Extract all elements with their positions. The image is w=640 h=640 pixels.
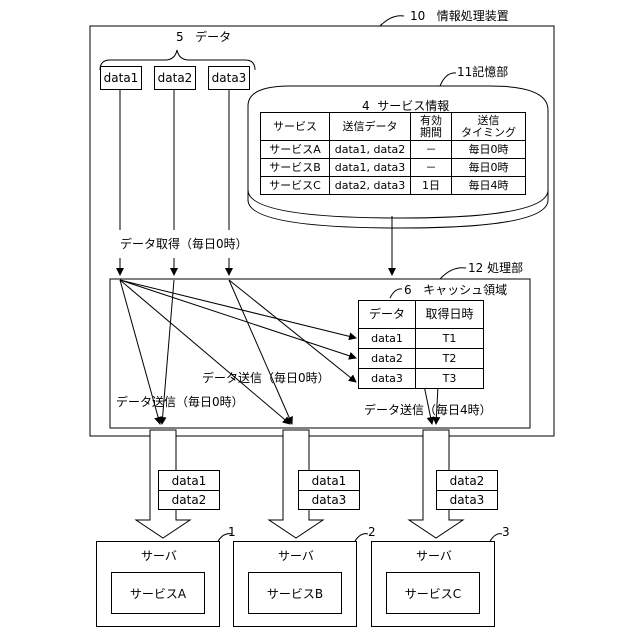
validity-cell: － bbox=[411, 159, 452, 177]
cache-title: キャッシュ領域 bbox=[423, 283, 507, 297]
payload-server1-item2: data2 bbox=[158, 490, 220, 510]
server-label: サーバ bbox=[416, 550, 452, 562]
timing-cell: 毎日4時 bbox=[452, 177, 526, 195]
cache-data-cell: data2 bbox=[359, 349, 416, 369]
storage-ref: 11 bbox=[457, 65, 472, 79]
payload-label: data2 bbox=[172, 493, 207, 507]
service-info-table: サービス 送信データ 有効 期間 送信 タイミング サービスA data1, d… bbox=[260, 112, 526, 195]
service-name-cell: サービスC bbox=[261, 177, 330, 195]
service-info-header: 送信データ bbox=[330, 113, 411, 141]
device-ref: 10 bbox=[410, 9, 425, 23]
data2-box: data2 bbox=[154, 66, 196, 90]
cache-time-cell: T1 bbox=[416, 329, 484, 349]
storage-ref-leader bbox=[440, 73, 456, 86]
cache-data-cell: data3 bbox=[359, 369, 416, 389]
server-2: サーバ サービスB bbox=[233, 541, 357, 627]
server-2-ref: 2 bbox=[368, 526, 376, 538]
server-1-ref: 1 bbox=[228, 526, 236, 538]
fetch-label: データ取得（毎日0時） bbox=[120, 238, 248, 250]
table-row: data3 T3 bbox=[359, 369, 484, 389]
server-label: サーバ bbox=[278, 550, 314, 562]
server3-ref-leader bbox=[490, 534, 502, 541]
arrow-data3-to-cache bbox=[229, 280, 356, 382]
service-name-cell: サービスB bbox=[261, 159, 330, 177]
device-ref-leader bbox=[380, 16, 404, 26]
data2-label: data2 bbox=[158, 71, 193, 85]
data1-box: data1 bbox=[100, 66, 142, 90]
data-group-title: データ bbox=[195, 30, 231, 44]
server-label: サーバ bbox=[141, 550, 177, 562]
arrow-data2-to-cache bbox=[120, 280, 356, 358]
service-info-ref: 4 bbox=[362, 99, 370, 113]
service-info-header: 送信 タイミング bbox=[452, 113, 526, 141]
service-a-box: サービスA bbox=[111, 572, 205, 614]
service-name-cell: サービスA bbox=[261, 141, 330, 159]
data-group-label: 5 データ bbox=[176, 31, 231, 43]
payload-label: data3 bbox=[312, 493, 347, 507]
server2-ref-leader bbox=[355, 534, 368, 541]
timing-cell: 毎日0時 bbox=[452, 159, 526, 177]
send-data-cell: data2, data3 bbox=[330, 177, 411, 195]
send-data-cell: data1, data2 bbox=[330, 141, 411, 159]
service-label: サービスC bbox=[405, 585, 461, 602]
cache-header: 取得日時 bbox=[416, 301, 484, 329]
validity-cell: － bbox=[411, 141, 452, 159]
arrow-data1-to-cache bbox=[120, 280, 356, 338]
payload-server2-item2: data3 bbox=[298, 490, 360, 510]
table-row: サービスA data1, data2 － 毎日0時 bbox=[261, 141, 526, 159]
cache-table: データ 取得日時 data1 T1 data2 T2 data3 T3 bbox=[358, 300, 484, 389]
payload-server2-item1: data1 bbox=[298, 470, 360, 490]
processor-ref: 12 bbox=[468, 261, 483, 275]
table-row: サービスC data2, data3 1日 毎日4時 bbox=[261, 177, 526, 195]
payload-label: data2 bbox=[450, 474, 485, 488]
cache-header-row: データ 取得日時 bbox=[359, 301, 484, 329]
server-3: サーバ サービスC bbox=[371, 541, 495, 627]
cache-header: データ bbox=[359, 301, 416, 329]
payload-server3-item1: data2 bbox=[436, 470, 498, 490]
payload-label: data1 bbox=[172, 474, 207, 488]
service-c-box: サービスC bbox=[386, 572, 480, 614]
cache-label: 6 キャッシュ領域 bbox=[404, 284, 507, 296]
send-label-server1: データ送信（毎日0時） bbox=[116, 396, 244, 408]
send-data-cell: data1, data3 bbox=[330, 159, 411, 177]
table-row: data2 T2 bbox=[359, 349, 484, 369]
service-b-box: サービスB bbox=[248, 572, 342, 614]
cache-time-cell: T2 bbox=[416, 349, 484, 369]
storage-label: 11記憶部 bbox=[457, 66, 508, 78]
data3-box: data3 bbox=[208, 66, 250, 90]
service-info-title: サービス情報 bbox=[377, 99, 449, 113]
table-row: サービスB data1, data3 － 毎日0時 bbox=[261, 159, 526, 177]
service-label: サービスB bbox=[267, 585, 323, 602]
send-label-server2: データ送信（毎日0時） bbox=[202, 372, 330, 384]
server-3-ref: 3 bbox=[502, 526, 510, 538]
service-info-label: 4 サービス情報 bbox=[362, 100, 449, 112]
processor-label: 12 処理部 bbox=[468, 262, 523, 274]
service-info-header: サービス bbox=[261, 113, 330, 141]
payload-server3-item2: data3 bbox=[436, 490, 498, 510]
cache-ref: 6 bbox=[404, 283, 412, 297]
device-label: 10 情報処理装置 bbox=[410, 10, 509, 22]
validity-cell: 1日 bbox=[411, 177, 452, 195]
cache-time-cell: T3 bbox=[416, 369, 484, 389]
table-row: data1 T1 bbox=[359, 329, 484, 349]
data1-label: data1 bbox=[104, 71, 139, 85]
timing-cell: 毎日0時 bbox=[452, 141, 526, 159]
service-info-header: 有効 期間 bbox=[411, 113, 452, 141]
send-label-server3: データ送信（毎日4時） bbox=[364, 404, 492, 416]
data3-label: data3 bbox=[212, 71, 247, 85]
cache-data-cell: data1 bbox=[359, 329, 416, 349]
cache-ref-leader bbox=[390, 289, 402, 298]
device-title: 情報処理装置 bbox=[437, 9, 509, 23]
service-label: サービスA bbox=[130, 585, 186, 602]
storage-title: 記憶部 bbox=[472, 65, 508, 79]
payload-label: data3 bbox=[450, 493, 485, 507]
service-info-header-row: サービス 送信データ 有効 期間 送信 タイミング bbox=[261, 113, 526, 141]
data-group-ref: 5 bbox=[176, 30, 184, 44]
processor-title: 処理部 bbox=[487, 261, 523, 275]
processor-ref-leader bbox=[440, 268, 466, 279]
payload-label: data1 bbox=[312, 474, 347, 488]
server-1: サーバ サービスA bbox=[96, 541, 220, 627]
payload-server1-item1: data1 bbox=[158, 470, 220, 490]
